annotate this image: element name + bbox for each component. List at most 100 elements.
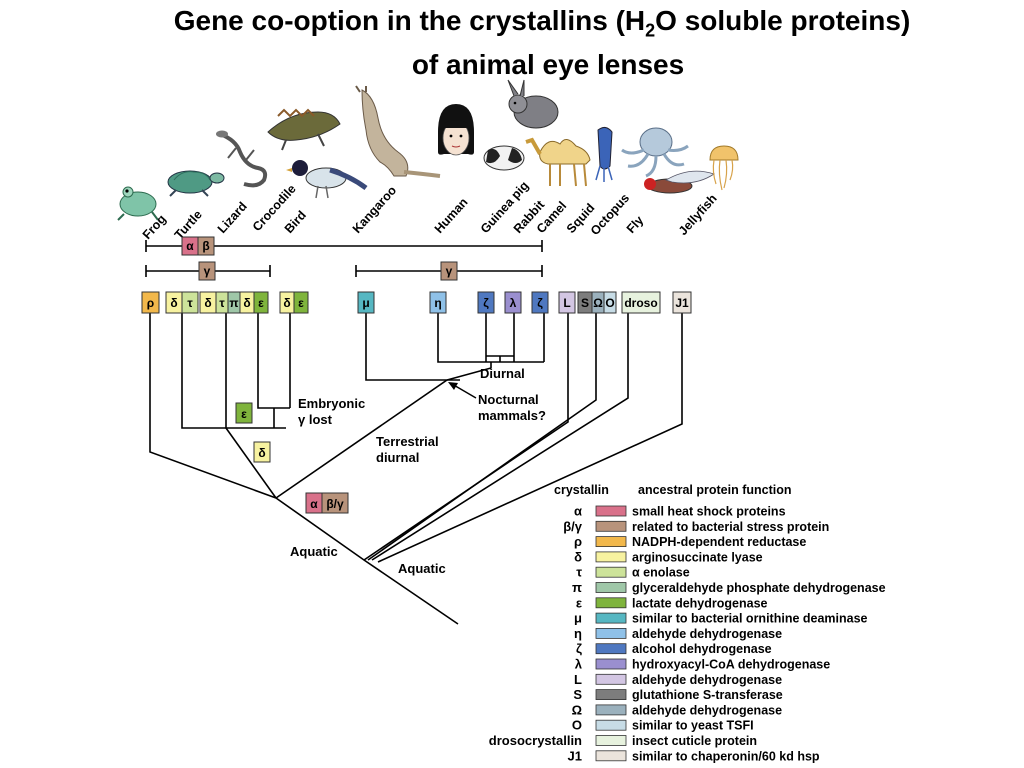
- legend-swatch: [595, 612, 627, 624]
- node-box-beta-gamma: β/γ: [326, 497, 344, 511]
- tip-box-label: η: [434, 296, 441, 310]
- bird-illustration: [286, 160, 368, 199]
- species-label-fly: Fly: [624, 213, 647, 236]
- legend-symbol: λ: [575, 657, 583, 672]
- tip-box: droso: [621, 291, 661, 314]
- tree-annotations: Embryonic γ lost Terrestrial diurnal Diu…: [290, 366, 546, 576]
- legend-function: hydroxyacyl-CoA dehydrogenase: [632, 658, 830, 672]
- tip-box: ε: [293, 291, 309, 314]
- legend-swatch: [595, 505, 627, 517]
- title-line-1: Gene co-option in the crystallins (H2O s…: [173, 5, 911, 41]
- crocodile-illustration: [267, 108, 341, 151]
- tip-box: Ω: [591, 291, 605, 314]
- legend-symbol: ζ: [576, 641, 582, 656]
- legend-symbol: J1: [568, 748, 582, 763]
- legend-function: related to bacterial stress protein: [632, 520, 829, 534]
- legend-symbol: η: [574, 626, 582, 641]
- tip-box: δ: [165, 291, 183, 314]
- octopus-illustration: [621, 127, 689, 178]
- tip-box: ε: [253, 291, 269, 314]
- legend-function: insect cuticle protein: [632, 734, 757, 748]
- legend-function: glyceraldehyde phosphate dehydrogenase: [632, 581, 886, 595]
- tip-box-label: J1: [675, 296, 689, 310]
- tip-box: τ: [181, 291, 199, 314]
- tip-box: δ: [199, 291, 217, 314]
- annotation-embryonic: Embryonic: [298, 396, 365, 411]
- tip-box: O: [603, 291, 617, 314]
- legend-swatch: [595, 643, 627, 655]
- nocturnal-arrow: [448, 382, 477, 399]
- tip-box-label: O: [605, 296, 614, 310]
- tip-box-label: τ: [219, 296, 225, 310]
- legend-function: small heat shock proteins: [632, 505, 786, 519]
- annotation-mammals: mammals?: [478, 408, 546, 423]
- species-labels: Frog Turtle Lizard Crocodile Bird Kangar…: [140, 179, 720, 242]
- legend-swatch: [595, 704, 627, 716]
- legend-symbol: ε: [576, 595, 582, 610]
- tip-box-label: ε: [258, 296, 264, 310]
- legend-function: lactate dehydrogenase: [632, 596, 768, 610]
- tip-box-label: δ: [170, 296, 177, 310]
- tip-box: ρ: [141, 291, 160, 314]
- legend-row: η aldehyde dehydrogenase: [574, 626, 782, 641]
- legend-swatch: [595, 735, 627, 746]
- legend-symbol: L: [574, 672, 582, 687]
- tip-box-label: ζ: [537, 296, 543, 310]
- legend-symbol: τ: [576, 565, 582, 580]
- tip-box-label: ζ: [483, 296, 489, 310]
- legend-swatch: [595, 582, 627, 593]
- legend-symbol: β/γ: [563, 519, 583, 534]
- tip-box: δ: [239, 291, 255, 314]
- range-box-beta: β: [202, 239, 209, 253]
- legend-symbol: α: [574, 504, 582, 519]
- tip-box: λ: [504, 291, 522, 314]
- camel-illustration: [525, 137, 591, 187]
- legend-symbol: Ω: [572, 702, 582, 717]
- node-box-alpha: α: [310, 497, 318, 511]
- kangaroo-illustration: [355, 85, 441, 178]
- fly-illustration: [644, 170, 715, 194]
- tip-box: μ: [357, 291, 375, 314]
- tip-box-label: ρ: [147, 296, 154, 310]
- legend-function: similar to bacterial ornithine deaminase: [632, 612, 868, 626]
- annotation-diurnal-sub: diurnal: [376, 450, 419, 465]
- tip-box-label: δ: [283, 296, 290, 310]
- jellyfish-illustration: [709, 145, 739, 191]
- tip-box: η: [429, 291, 447, 314]
- legend-swatch: [595, 536, 627, 547]
- tip-box-label: δ: [204, 296, 211, 310]
- human-illustration: [438, 104, 474, 156]
- title-line-2: of animal eye lenses: [411, 48, 685, 80]
- tip-box: L: [558, 291, 576, 314]
- species-label-kangaroo: Kangaroo: [350, 183, 400, 236]
- tip-box: ζ: [531, 291, 549, 314]
- animal-illustrations: [117, 79, 739, 221]
- tip-box-label: λ: [510, 296, 517, 310]
- legend-function: aldehyde dehydrogenase: [632, 627, 782, 641]
- tip-box-label: ε: [298, 296, 304, 310]
- tree-branches: [149, 313, 683, 625]
- species-label-human: Human: [432, 195, 471, 236]
- frog-illustration: [117, 186, 159, 221]
- annotation-gamma-lost: γ lost: [298, 412, 333, 427]
- legend-symbol: S: [573, 687, 582, 702]
- range-box-gamma-right: γ: [446, 264, 453, 278]
- tip-box-label: μ: [362, 296, 369, 310]
- lizard-illustration: [216, 130, 268, 188]
- range-box-alpha: α: [186, 239, 194, 253]
- species-label-jellyfish: Jellyfish: [676, 191, 720, 238]
- squid-illustration: [595, 126, 613, 182]
- guinea-pig-illustration: [483, 145, 525, 171]
- legend-header-crystallin: crystallin: [554, 483, 609, 497]
- species-label-octopus: Octopus: [588, 191, 632, 238]
